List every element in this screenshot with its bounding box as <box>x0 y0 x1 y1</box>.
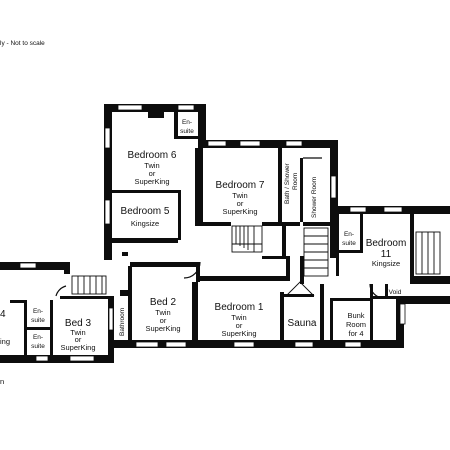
bath-shower-line2: Room <box>292 173 299 190</box>
bunk-line1: Bunk <box>347 311 364 320</box>
bed-2-line1: Twin <box>155 308 170 317</box>
bed-2-line3: SuperKing <box>145 324 180 333</box>
bedroom-11-number: 11 <box>381 249 392 260</box>
bedroom-6-line2: or <box>149 169 156 178</box>
bed-3-name: Bed 3 <box>65 318 92 329</box>
bedroom-6-line1: Twin <box>144 161 159 170</box>
bedroom-1-line2: or <box>236 321 243 330</box>
bed-2-line2: or <box>160 316 167 325</box>
bed-2-name: Bed 2 <box>150 297 177 308</box>
ensuite-right-line1: En- <box>344 231 354 238</box>
bunk-line3: for 4 <box>348 329 363 338</box>
bunk-line2: Room <box>346 320 366 329</box>
scale-note: ly - Not to scale <box>0 40 45 47</box>
staircase-right <box>415 231 441 275</box>
ensuite-top-line1: En- <box>182 119 192 126</box>
bedroom-6-name: Bedroom 6 <box>128 150 177 161</box>
bathroom-name: Bathroom <box>119 308 126 336</box>
ensuite-top-line2: suite <box>180 128 194 135</box>
footer-fragment: n <box>0 377 4 386</box>
left-fragment-a: 4 <box>0 309 6 320</box>
staircase-central <box>231 225 263 253</box>
sauna-name: Sauna <box>288 318 317 329</box>
bedroom-7-line1: Twin <box>232 191 247 200</box>
bedroom-7-line3: SuperKing <box>222 207 257 216</box>
ensuite-left-top-line1: En- <box>33 308 43 315</box>
bedroom-1-name: Bedroom 1 <box>215 302 264 313</box>
bedroom-7-line2: or <box>237 199 244 208</box>
bed-3-line1: Twin <box>70 328 85 337</box>
staircase-middle <box>285 227 329 297</box>
bedroom-1-line1: Twin <box>231 313 246 322</box>
ensuite-left-bottom-line1: En- <box>33 334 43 341</box>
bedroom-5-line1: Kingsize <box>131 219 159 228</box>
bedroom-11-name: Bedroom <box>366 238 407 249</box>
bedroom-6-line3: SuperKing <box>134 177 169 186</box>
ensuite-left-top-line2: suite <box>31 317 45 324</box>
bath-shower-line1: Bath / Shower <box>284 162 291 204</box>
bedroom-5-name: Bedroom 5 <box>121 206 170 217</box>
shower-room-name: Shower Room <box>311 177 318 218</box>
left-fragment-b: ing <box>0 337 10 346</box>
ensuite-right-line2: suite <box>342 240 356 247</box>
staircase-left <box>71 275 107 295</box>
doors <box>55 157 385 299</box>
windows <box>19 104 406 362</box>
bed-3-line3: SuperKing <box>60 343 95 352</box>
bedroom-1-line3: SuperKing <box>221 329 256 338</box>
bedroom-7-name: Bedroom 7 <box>216 180 265 191</box>
void-name: Void <box>389 289 402 296</box>
ensuite-left-bottom-line2: suite <box>31 343 45 350</box>
bedroom-11-line1: Kingsize <box>372 259 400 268</box>
bed-3-line2: or <box>75 335 82 344</box>
